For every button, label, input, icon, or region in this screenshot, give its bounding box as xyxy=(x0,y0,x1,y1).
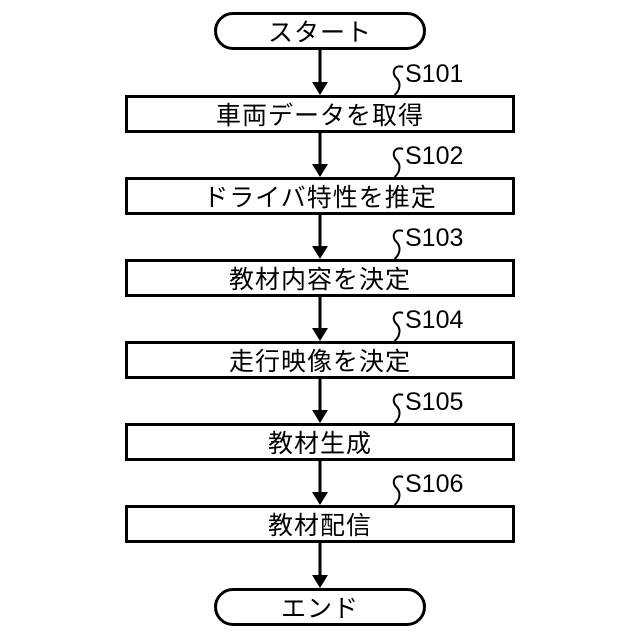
flow-arrow xyxy=(312,297,328,341)
process-label: ドライバ特性を推定 xyxy=(203,184,437,212)
flow-arrow xyxy=(312,215,328,259)
flow-arrow xyxy=(312,133,328,177)
arrow-head-icon xyxy=(312,164,328,177)
process-label: 車両データを取得 xyxy=(215,102,424,130)
arrow-shaft xyxy=(318,215,322,249)
leader-squiggle-icon xyxy=(392,147,404,178)
arrow-head-icon xyxy=(312,575,328,588)
process-box-s105: 教材生成 xyxy=(125,423,515,461)
process-box-s102: ドライバ特性を推定 xyxy=(125,177,515,215)
leader-squiggle-icon xyxy=(392,311,404,342)
arrow-shaft xyxy=(318,543,322,578)
step-ref-s102: S102 xyxy=(391,143,463,178)
arrow-head-icon xyxy=(312,82,328,95)
step-id-text: S105 xyxy=(405,388,464,416)
arrow-head-icon xyxy=(312,246,328,259)
step-id-text: S101 xyxy=(405,60,464,88)
step-ref-s103: S103 xyxy=(391,225,463,260)
arrow-shaft xyxy=(318,133,322,167)
step-ref-s101: S101 xyxy=(391,61,463,96)
process-box-s104: 走行映像を決定 xyxy=(125,341,515,379)
process-label: 教材配信 xyxy=(267,512,372,540)
leader-squiggle-icon xyxy=(392,229,404,260)
end-node-label: エンド xyxy=(280,595,359,623)
process-label: 教材内容を決定 xyxy=(228,266,411,294)
process-label: 走行映像を決定 xyxy=(228,348,411,376)
arrow-shaft xyxy=(318,297,322,331)
flow-arrow xyxy=(312,543,328,588)
arrow-shaft xyxy=(318,379,322,413)
arrow-head-icon xyxy=(312,328,328,341)
process-box-s103: 教材内容を決定 xyxy=(125,259,515,297)
step-ref-s104: S104 xyxy=(391,307,463,342)
step-id-text: S104 xyxy=(405,306,464,334)
end-node: エンド xyxy=(214,588,426,626)
process-label: 教材生成 xyxy=(267,430,372,458)
arrow-head-icon xyxy=(312,492,328,505)
leader-squiggle-icon xyxy=(392,393,404,424)
step-ref-s105: S105 xyxy=(391,389,463,424)
flow-arrow xyxy=(312,50,328,95)
step-ref-s106: S106 xyxy=(391,471,463,506)
flow-arrow xyxy=(312,461,328,505)
step-id-text: S102 xyxy=(405,142,464,170)
process-box-s106: 教材配信 xyxy=(125,505,515,543)
arrow-head-icon xyxy=(312,410,328,423)
step-id-text: S103 xyxy=(405,224,464,252)
arrow-shaft xyxy=(318,461,322,495)
step-id-text: S106 xyxy=(405,470,464,498)
leader-squiggle-icon xyxy=(392,65,404,96)
leader-squiggle-icon xyxy=(392,475,404,506)
arrow-shaft xyxy=(318,50,322,85)
start-node-label: スタート xyxy=(267,19,372,47)
start-node: スタート xyxy=(214,12,426,50)
process-box-s101: 車両データを取得 xyxy=(125,95,515,133)
flow-arrow xyxy=(312,379,328,423)
